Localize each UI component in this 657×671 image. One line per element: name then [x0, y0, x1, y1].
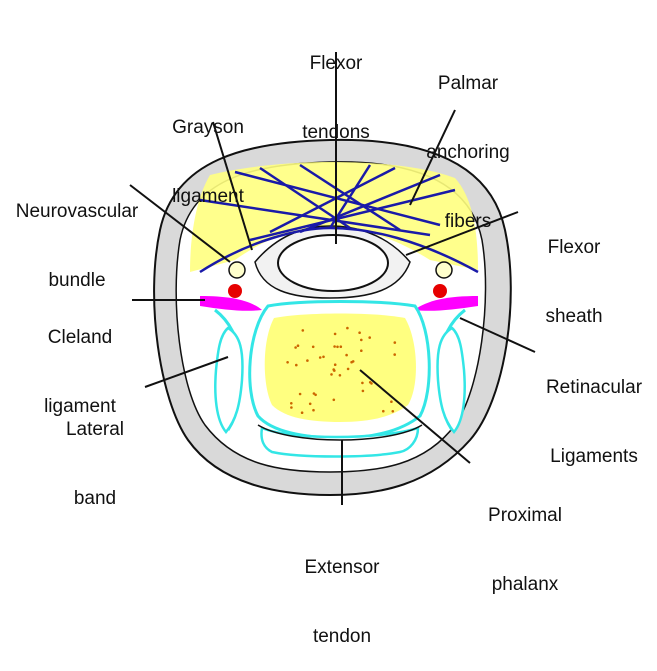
label-line: anchoring: [418, 141, 518, 164]
label-palmar-anchoring-fibers: Palmar anchoring fibers: [418, 26, 518, 256]
marrow-dot: [309, 403, 312, 406]
label-line: Retinacular: [536, 376, 652, 399]
marrow-dot: [286, 361, 289, 364]
marrow-dot: [319, 356, 322, 359]
label-line: Flexor: [524, 236, 624, 259]
marrow-dot: [392, 410, 395, 413]
marrow-dot: [330, 373, 333, 376]
marrow-dot: [295, 364, 298, 367]
label-line: ligament: [158, 185, 258, 208]
marrow-dot: [340, 345, 343, 348]
label-line: fibers: [418, 210, 518, 233]
marrow-dot: [299, 393, 302, 396]
label-line: Extensor: [292, 556, 392, 579]
marrow-dot: [394, 341, 397, 344]
marrow-dot: [390, 400, 393, 403]
marrow-dot: [334, 363, 337, 366]
marrow-dot: [294, 346, 297, 349]
label-lateral-band: Lateral band: [50, 372, 140, 533]
label-line: band: [50, 487, 140, 510]
marrow-dot: [313, 392, 316, 395]
label-line: tendon: [292, 625, 392, 648]
flexor-tendon-shape: [278, 235, 388, 291]
marrow-dot: [360, 339, 363, 342]
marrow-dot: [347, 368, 350, 371]
marrow-dot: [368, 336, 371, 339]
marrow-dot: [322, 356, 325, 359]
label-grayson-ligament: Grayson ligament: [158, 70, 258, 231]
label-line: Neurovascular: [2, 200, 152, 223]
marrow-dot: [345, 354, 348, 357]
label-extensor-tendon: Extensor tendon: [292, 510, 392, 671]
marrow-dot: [339, 374, 342, 377]
proximal-phalanx-marrow: [265, 314, 416, 423]
label-line: Lateral: [50, 418, 140, 441]
label-line: Flexor: [296, 52, 376, 75]
marrow-dot: [346, 327, 349, 330]
label-line: sheath: [524, 305, 624, 328]
marrow-dot: [312, 346, 315, 349]
label-line: Cleland: [30, 326, 130, 349]
label-line: Grayson: [158, 116, 258, 139]
nerve-left: [229, 262, 245, 278]
marrow-dot: [382, 410, 385, 413]
marrow-dot: [332, 368, 335, 371]
marrow-dot: [301, 411, 304, 414]
label-flexor-sheath: Flexor sheath: [524, 190, 624, 351]
marrow-dot: [352, 360, 355, 363]
artery-left: [228, 284, 242, 298]
marrow-dot: [362, 390, 365, 393]
marrow-dot: [312, 409, 315, 412]
marrow-dot: [302, 329, 305, 332]
nerve-right: [436, 262, 452, 278]
marrow-dot: [333, 399, 336, 402]
marrow-dot: [290, 402, 293, 405]
artery-right: [433, 284, 447, 298]
marrow-dot: [369, 381, 372, 384]
marrow-dot: [360, 349, 363, 352]
marrow-dot: [306, 359, 309, 362]
label-line: tendons: [296, 121, 376, 144]
marrow-dot: [334, 333, 337, 336]
label-flexor-tendons: Flexor tendons: [296, 6, 376, 167]
marrow-dot: [297, 344, 300, 347]
label-line: Proximal: [470, 504, 580, 527]
marrow-dot: [393, 353, 396, 356]
marrow-dot: [290, 406, 293, 409]
marrow-dot: [333, 345, 336, 348]
marrow-dot: [358, 331, 361, 334]
label-proximal-phalanx: Proximal phalanx: [470, 458, 580, 619]
label-line: phalanx: [470, 573, 580, 596]
marrow-dot: [361, 382, 364, 385]
label-line: Palmar: [418, 72, 518, 95]
marrow-dot: [336, 346, 339, 349]
